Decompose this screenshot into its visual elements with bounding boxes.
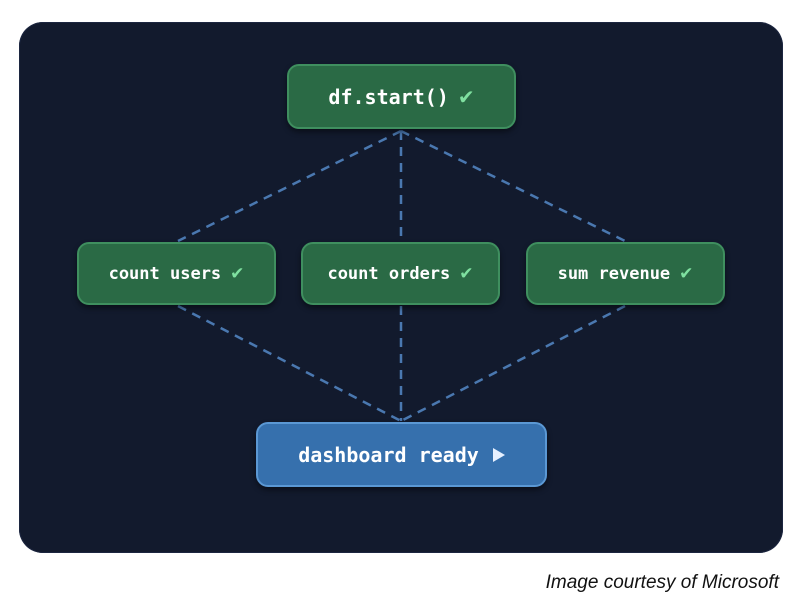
node-dashboard-ready[interactable]: dashboard ready [256, 422, 547, 487]
check-icon: ✔ [459, 263, 474, 284]
check-icon: ✔ [230, 263, 245, 284]
check-icon: ✔ [457, 84, 475, 109]
image-credit: Image courtesy of Microsoft [545, 572, 779, 593]
play-icon [492, 447, 505, 462]
node-sum-revenue[interactable]: sum revenue ✔ [526, 242, 725, 305]
node-label: df.start() [328, 84, 449, 109]
node-count-users[interactable]: count users ✔ [77, 242, 276, 305]
node-label: count orders [327, 263, 451, 284]
node-count-orders[interactable]: count orders ✔ [301, 242, 500, 305]
check-icon: ✔ [679, 263, 694, 284]
node-label: dashboard ready [298, 442, 479, 467]
node-label: count users [108, 263, 222, 284]
node-df-start[interactable]: df.start() ✔ [287, 64, 516, 129]
node-label: sum revenue [557, 263, 671, 284]
